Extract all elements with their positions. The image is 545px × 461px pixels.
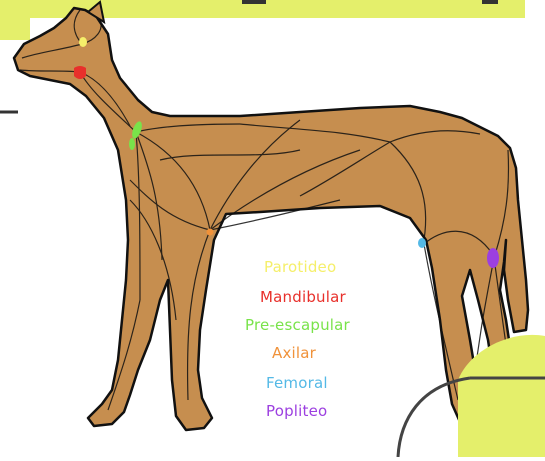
legend-item-parotideo: Parotideo xyxy=(264,258,336,276)
femoral-node xyxy=(418,238,426,248)
axilar-node xyxy=(207,229,214,236)
legend-item-pre-escapular: Pre-escapular xyxy=(245,316,350,334)
pre-escapular-node-2 xyxy=(129,138,135,150)
header-dash-left xyxy=(242,0,266,4)
legend-item-popliteo: Popliteo xyxy=(266,402,327,420)
header-dash-right xyxy=(482,0,498,4)
dog-body xyxy=(14,8,528,430)
legend-item-mandibular: Mandibular xyxy=(260,288,346,306)
mandibular-node xyxy=(74,66,86,79)
popliteo-node xyxy=(487,248,499,268)
left-banner-block xyxy=(0,0,30,40)
legend-item-femoral: Femoral xyxy=(266,374,328,392)
parotideo-node xyxy=(79,37,87,47)
legend-item-axilar: Axilar xyxy=(272,344,316,362)
